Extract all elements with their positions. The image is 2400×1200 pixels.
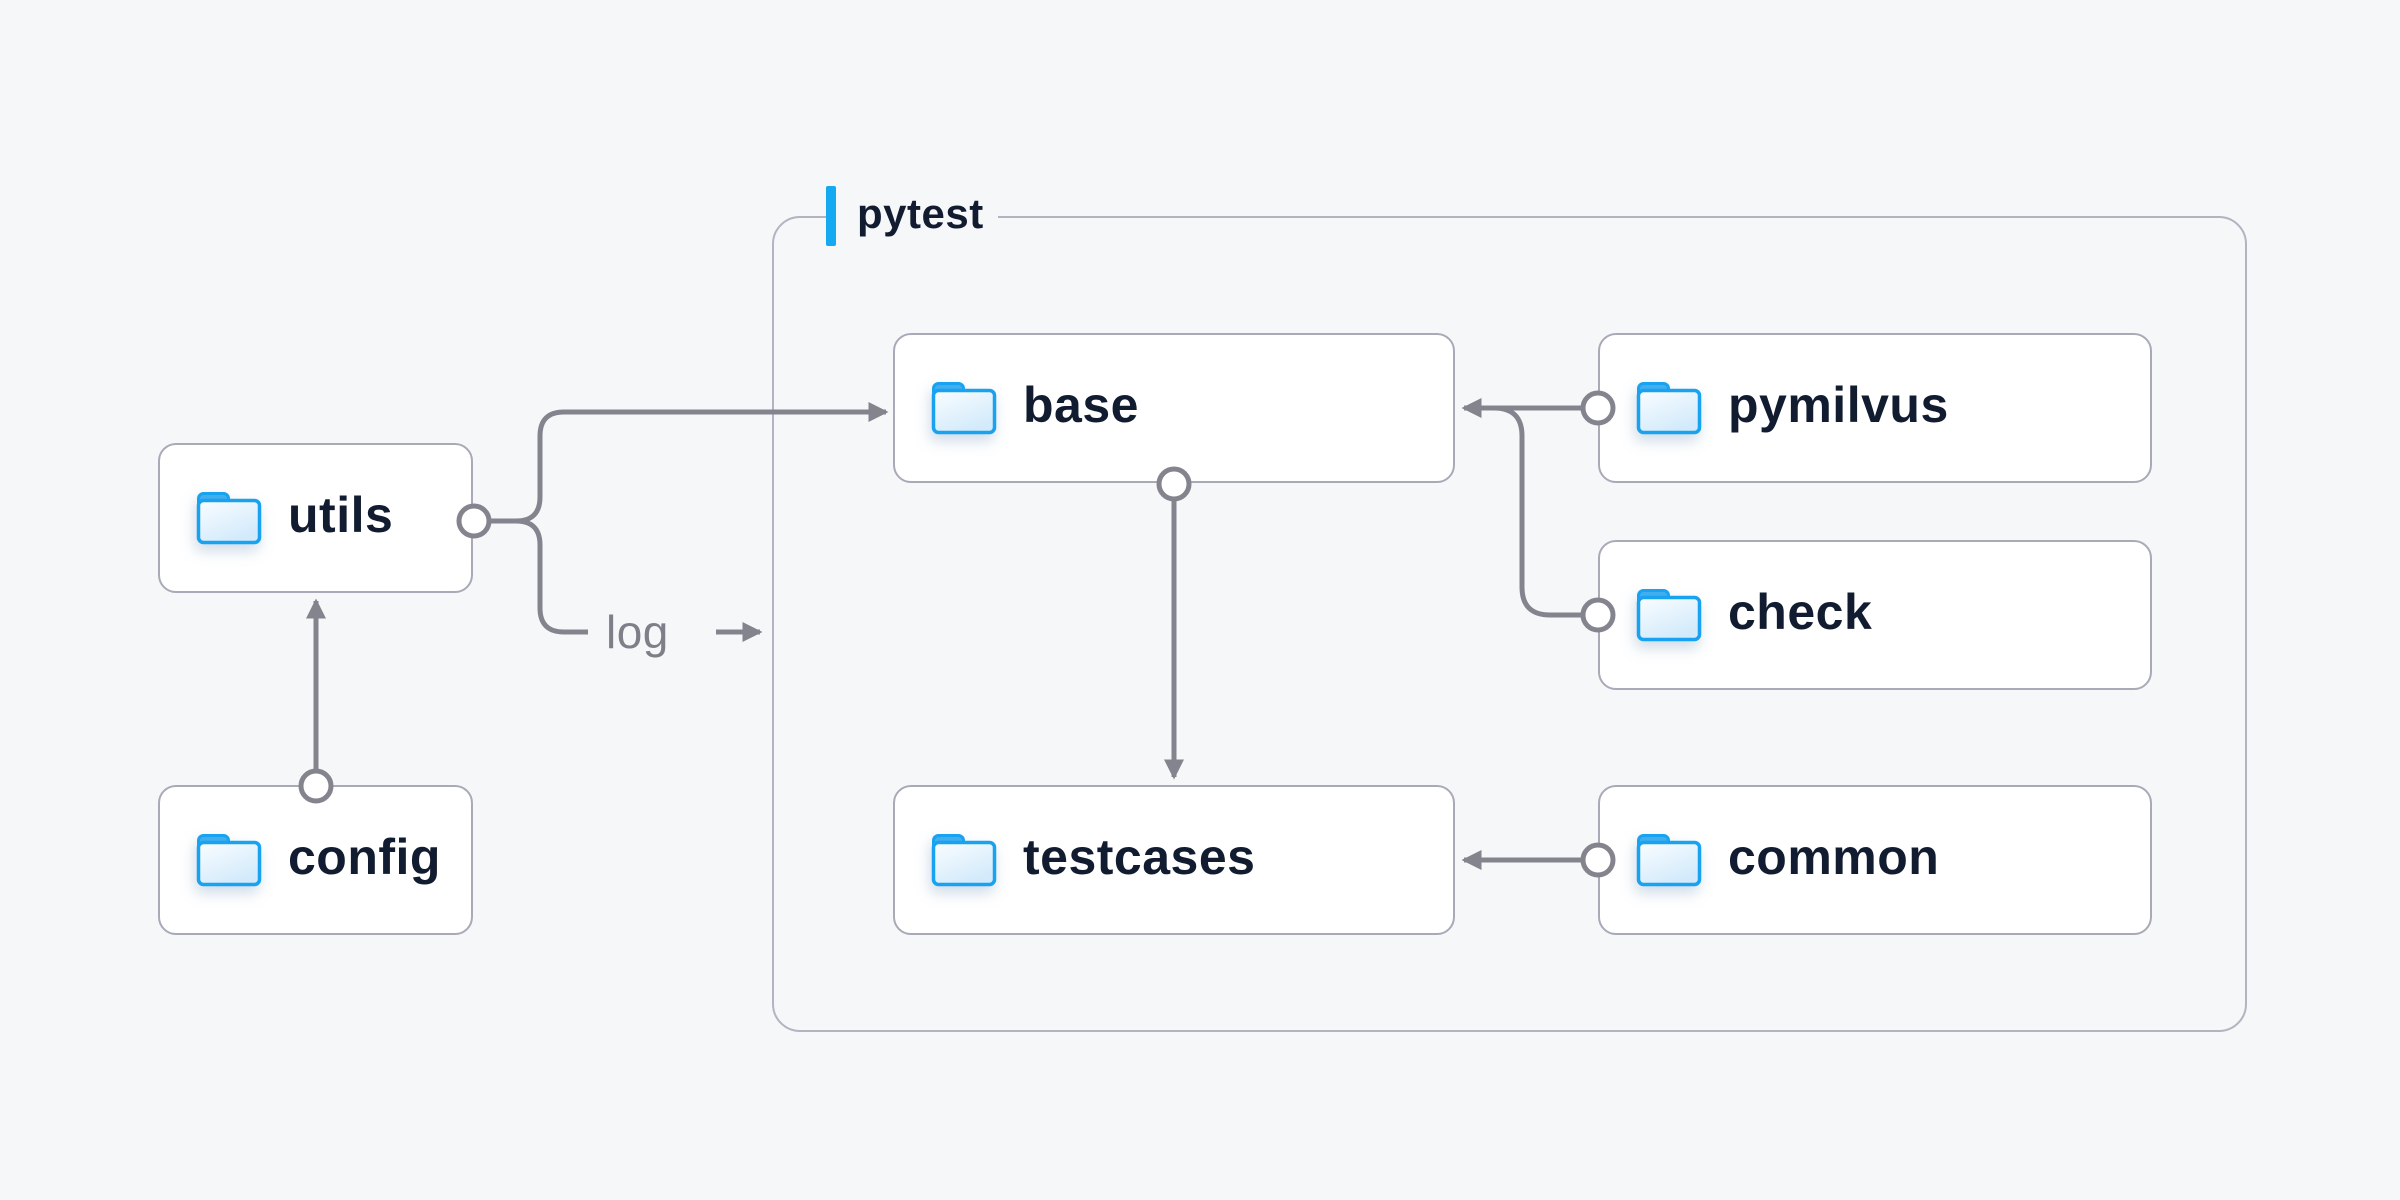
- folder-icon: [1636, 588, 1702, 642]
- node-label: utils: [288, 487, 394, 543]
- node-utils: utils: [158, 443, 473, 593]
- node-label: check: [1728, 584, 1873, 640]
- folder-icon: [931, 833, 997, 887]
- node-label: testcases: [1023, 829, 1256, 885]
- folder-icon: [196, 833, 262, 887]
- node-check: check: [1598, 540, 2152, 690]
- node-label: config: [288, 829, 441, 885]
- accent-bar: [826, 186, 836, 246]
- pytest-group-title: pytest: [857, 190, 984, 237]
- folder-icon: [1636, 833, 1702, 887]
- folder-icon: [196, 491, 262, 545]
- node-label: base: [1023, 377, 1139, 433]
- node-config: config: [158, 785, 473, 935]
- node-label: common: [1728, 829, 1940, 885]
- pytest-group-container: [772, 216, 2247, 1032]
- edge-label-log: log: [606, 606, 669, 658]
- pytest-group-label: pytest: [826, 184, 998, 248]
- node-base: base: [893, 333, 1455, 483]
- folder-icon: [931, 381, 997, 435]
- node-common: common: [1598, 785, 2152, 935]
- node-pymilvus: pymilvus: [1598, 333, 2152, 483]
- node-label: pymilvus: [1728, 377, 1949, 433]
- node-testcases: testcases: [893, 785, 1455, 935]
- edge-utils-log-stub: [490, 518, 588, 635]
- folder-icon: [1636, 381, 1702, 435]
